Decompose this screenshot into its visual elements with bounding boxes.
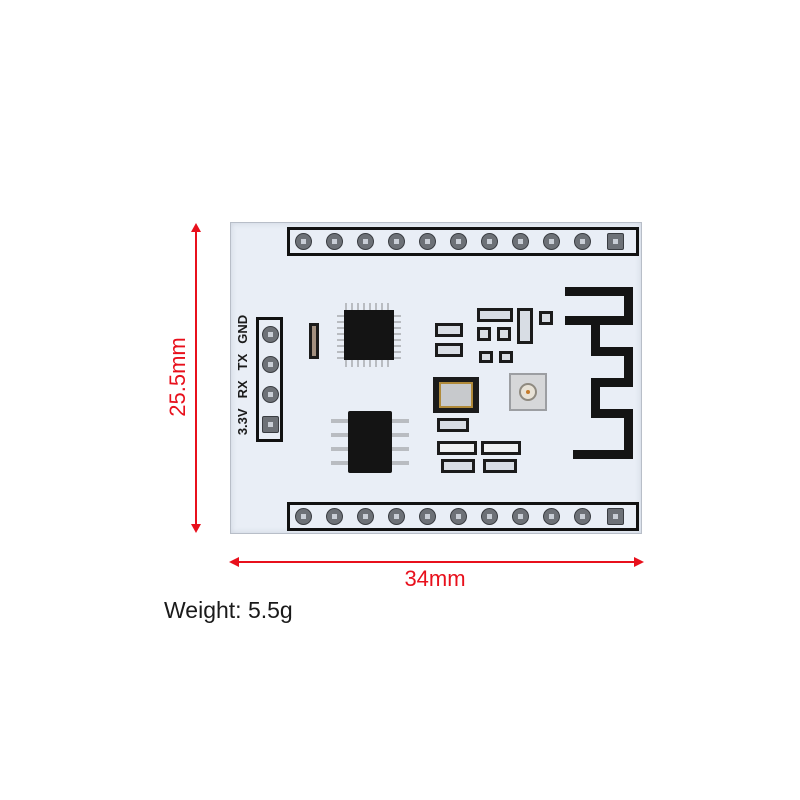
height-arrow-top-icon xyxy=(191,223,201,232)
capacitor xyxy=(477,327,491,341)
capacitor xyxy=(435,323,463,337)
capacitor xyxy=(435,343,463,357)
pcb-trace-antenna xyxy=(561,287,637,467)
silkscreen-pin-labels: 3.3V RX TX GND xyxy=(235,310,253,440)
capacitor xyxy=(497,327,511,341)
resistor xyxy=(483,459,517,473)
height-label: 25.5mm xyxy=(165,337,190,417)
width-label: 34mm xyxy=(404,566,466,591)
weight-label: Weight: 5.5g xyxy=(164,597,293,623)
resistor xyxy=(441,459,475,473)
height-arrow-bottom-icon xyxy=(191,524,201,533)
label-rx: RX xyxy=(235,380,250,399)
capacitor xyxy=(479,351,493,363)
led xyxy=(437,441,477,455)
height-dimension-line xyxy=(195,226,197,530)
resistor xyxy=(309,323,319,359)
ufl-antenna-connector xyxy=(509,373,547,411)
bottom-pin-header xyxy=(287,502,639,531)
width-dimension-line xyxy=(234,561,638,563)
resistor xyxy=(437,418,469,432)
flash-memory-chip xyxy=(331,411,409,473)
width-arrow-right-icon xyxy=(634,557,644,567)
crystal-oscillator xyxy=(433,377,479,413)
side-pin-header xyxy=(256,317,283,442)
label-tx: TX xyxy=(235,353,250,371)
capacitor xyxy=(539,311,553,325)
inductor xyxy=(517,308,533,344)
capacitor xyxy=(499,351,513,363)
label-gnd: GND xyxy=(235,314,250,344)
capacitor xyxy=(477,308,513,322)
microcontroller-chip xyxy=(337,303,401,367)
top-pin-header xyxy=(287,227,639,256)
pcb-board: 3.3V RX TX GND xyxy=(230,222,642,534)
width-arrow-left-icon xyxy=(229,557,239,567)
led xyxy=(481,441,521,455)
label-3v3: 3.3V xyxy=(235,408,250,436)
